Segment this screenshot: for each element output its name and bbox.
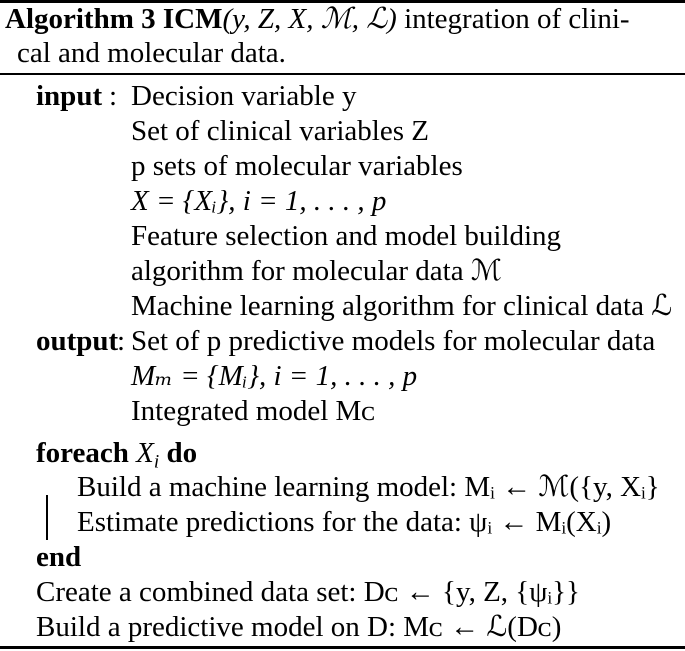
loop-variable-subscript: i <box>153 451 160 473</box>
loop-variable: Xi <box>136 437 160 473</box>
algorithm-args: (y, Z, X, ℳ, ℒ) <box>222 3 397 35</box>
foreach-line: foreach Xi do <box>36 436 198 473</box>
input-item-5: algorithm for molecular data ℳ <box>131 255 502 287</box>
input-keyword: input <box>36 80 103 112</box>
top-rule <box>0 0 685 3</box>
end-keyword: end <box>36 541 82 573</box>
after-line-1: Build a predictive model on D: Mᴄ ← ℒ(Dᴄ… <box>36 611 562 643</box>
output-item-1: Mₘ = {Mᵢ}, i = 1, . . . , p <box>131 360 418 392</box>
caption-rule <box>0 73 685 75</box>
output-separator: : <box>117 325 126 357</box>
algorithm-label: Algorithm 3 <box>5 3 156 35</box>
do-keyword: do <box>166 437 198 469</box>
loop-body-bar <box>46 495 48 540</box>
output-item-0: Set of p predictive models for molecular… <box>131 325 656 357</box>
loop-variable-base: X <box>136 437 154 469</box>
input-separator: : <box>109 80 118 112</box>
caption-desc-2: cal and molecular data. <box>17 37 286 69</box>
loop-body-1: Estimate predictions for the data: ψᵢ ← … <box>77 506 612 538</box>
input-item-6: Machine learning algorithm for clinical … <box>131 290 673 322</box>
algorithm-name: ICM <box>162 3 223 35</box>
output-keyword: output <box>36 325 119 357</box>
caption-desc-1: integration of clini- <box>396 3 630 35</box>
bottom-rule <box>0 646 685 649</box>
algorithm-caption: Algorithm 3 ICM(y, Z, X, ℳ, ℒ) integrati… <box>5 2 630 36</box>
input-item-1: Set of clinical variables Z <box>131 115 429 147</box>
loop-body-0: Build a machine learning model: Mᵢ ← ℳ({… <box>77 471 660 503</box>
foreach-keyword: foreach <box>36 437 129 469</box>
input-item-0: Decision variable y <box>131 80 357 112</box>
input-item-2: p sets of molecular variables <box>131 150 463 182</box>
input-item-3: X = {Xᵢ}, i = 1, . . . , p <box>131 185 387 217</box>
after-line-0: Create a combined data set: Dᴄ ← {y, Z, … <box>36 576 580 608</box>
output-item-2: Integrated model Mᴄ <box>131 395 376 427</box>
input-item-4: Feature selection and model building <box>131 220 562 252</box>
